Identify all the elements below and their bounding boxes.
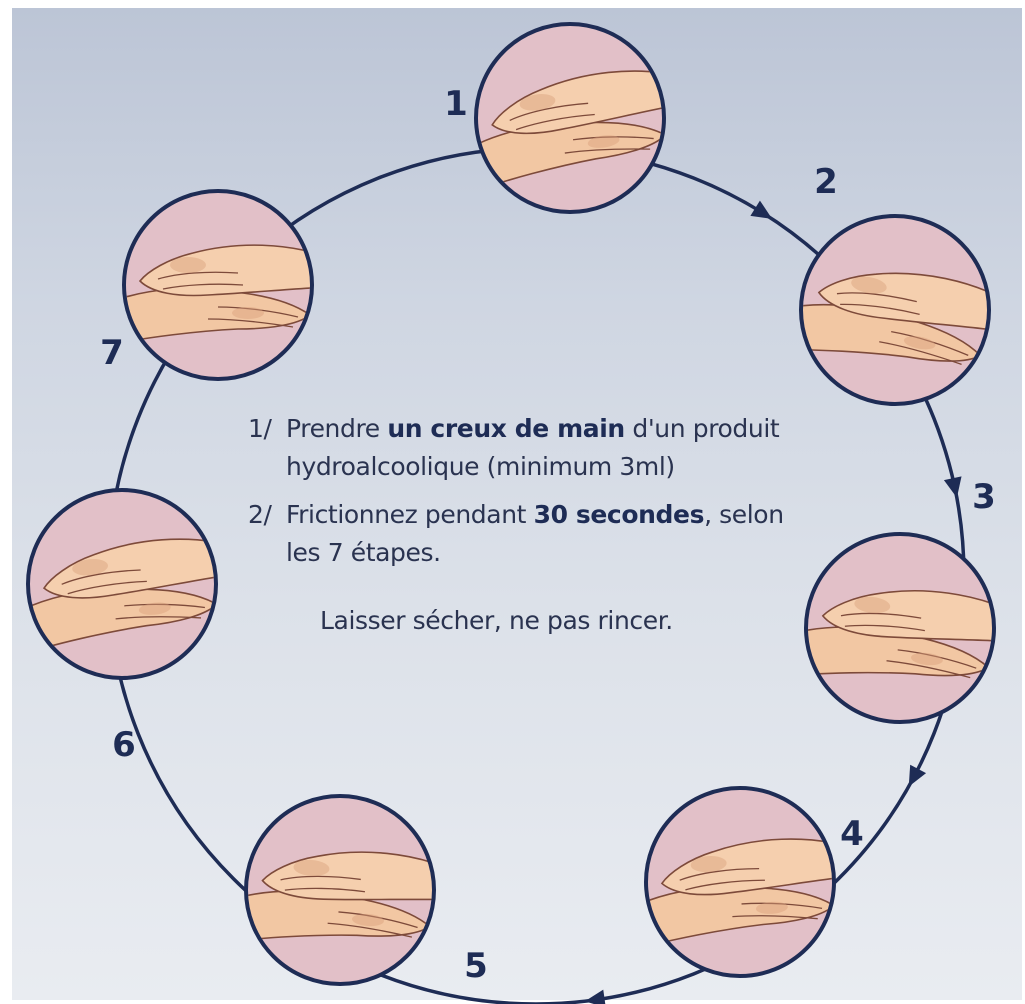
step-1-illustration [456, 24, 688, 212]
instruction-1-text-end: d'un produit [625, 414, 779, 443]
step-5-illustration [226, 796, 452, 984]
cycle-arrow-4 [583, 990, 605, 1004]
step-number-6: 6 [112, 728, 136, 762]
step-6-illustration [8, 490, 237, 678]
instruction-step-1: 1/ Prendre un creux de main d'un produit… [248, 410, 848, 486]
instruction-2-prefix: 2/ [248, 496, 272, 534]
step-number-7: 7 [100, 336, 124, 370]
cycle-arrow-3 [901, 765, 926, 791]
step-number-1: 1 [444, 87, 468, 121]
step-7-illustration [108, 191, 328, 379]
instruction-1-prefix: 1/ [248, 410, 272, 448]
instruction-1-text-start: Prendre [286, 414, 387, 443]
instructions-block: 1/ Prendre un creux de main d'un produit… [248, 410, 848, 640]
instruction-1-line-2: hydroalcoolique (minimum 3ml) [286, 448, 848, 486]
step-number-4: 4 [840, 817, 864, 851]
instruction-2-text-end: , selon [704, 500, 784, 529]
step-number-2: 2 [814, 165, 838, 199]
step-number-3: 3 [972, 480, 996, 514]
footnote: Laisser sécher, ne pas rincer. [248, 602, 848, 640]
instruction-step-2: 2/ Frictionnez pendant 30 secondes, selo… [248, 496, 848, 572]
step-4-illustration [627, 788, 853, 976]
instruction-2-emphasis: 30 secondes [534, 500, 704, 529]
instruction-2-text-start: Frictionnez pendant [286, 500, 534, 529]
step-number-5: 5 [464, 949, 488, 983]
instruction-2-line-2: les 7 étapes. [286, 534, 848, 572]
cycle-arrow-1 [750, 201, 776, 227]
step-2-illustration [776, 216, 1010, 404]
instruction-1-emphasis: un creux de main [387, 414, 624, 443]
